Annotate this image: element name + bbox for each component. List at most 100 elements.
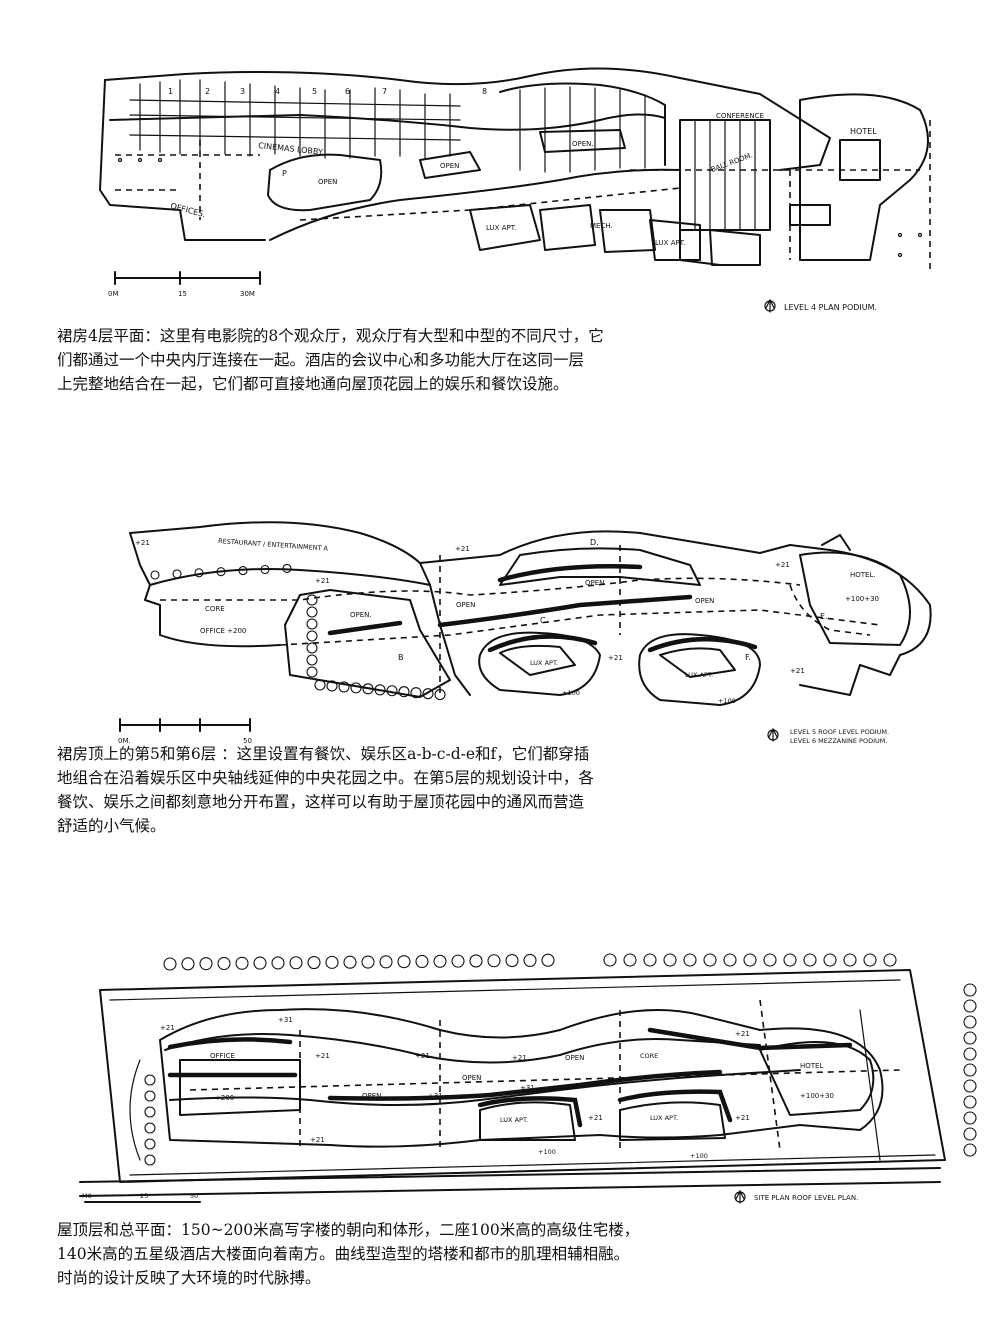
tree-icon xyxy=(325,955,339,969)
tree-icon xyxy=(541,953,555,967)
open-label: OPEN xyxy=(462,1074,481,1082)
tree-icon xyxy=(163,957,177,971)
mech-label: MECH. xyxy=(590,222,613,230)
tree-icon xyxy=(422,688,434,700)
caption-level-4: 裙房4层平面：这里有电影院的8个观众厅，观众厅有大型和中型的不同尺寸，它 们都通… xyxy=(57,324,604,396)
caption-line: 们都通过一个中央内厅连接在一起。酒店的会议中心和多功能大厅在这同一层 xyxy=(57,351,585,369)
tree-icon xyxy=(238,566,248,576)
plan-title-line: LEVEL 5 ROOF LEVEL PODIUM. xyxy=(790,728,889,736)
cinema-number: 5 xyxy=(312,87,317,96)
tree-icon xyxy=(374,684,386,696)
tree-icon xyxy=(386,685,398,697)
tree-icon xyxy=(253,956,267,970)
tree-icon xyxy=(362,683,374,695)
offices-label: OFFICES. xyxy=(169,201,206,219)
open-label: OPEN xyxy=(695,597,714,605)
tree-icon xyxy=(469,954,483,968)
tree-icon xyxy=(883,953,897,967)
open-right-label: OPEN. xyxy=(572,140,594,148)
tree-icon xyxy=(307,956,321,970)
tree-icon xyxy=(217,956,231,971)
tree-icon xyxy=(963,999,977,1013)
tree-icon xyxy=(397,955,411,969)
tree-row xyxy=(163,953,897,971)
scale-bar: 0M. 50 xyxy=(118,718,252,745)
tree-icon xyxy=(144,1074,156,1086)
plus100-label: +100 xyxy=(562,689,580,697)
tree-icon xyxy=(487,954,501,968)
tree-icon xyxy=(194,568,204,578)
scale-bar: 0M 15 30M xyxy=(108,271,261,298)
plus21-label: +21 xyxy=(775,561,790,569)
tree-icon xyxy=(963,983,977,997)
tree-icon xyxy=(306,618,318,630)
tree-icon xyxy=(306,666,318,678)
scale-bar: M0 25 50 xyxy=(82,1192,201,1203)
open-p-label: OPEN xyxy=(318,178,337,186)
plus21-label: +21 xyxy=(735,1030,750,1038)
caption-line: 地组合在沿着娱乐区中央轴线延伸的中央花园之中。在第5层的规划设计中，各 xyxy=(57,769,594,787)
tree-icon xyxy=(963,1063,977,1077)
scale-label-0: 0M xyxy=(108,290,119,298)
tree-icon xyxy=(963,1143,977,1157)
tree-icon xyxy=(410,687,422,699)
cinema-number: 8 xyxy=(482,87,487,96)
north-arrow-icon xyxy=(767,727,779,742)
open-label: OPEN. xyxy=(350,611,372,619)
core-label: CORE xyxy=(640,1052,658,1060)
e-label: E. xyxy=(820,612,828,621)
tree-icon xyxy=(338,681,350,693)
hotel-label: HOTEL xyxy=(850,127,877,136)
caption-line: 舒适的小气候。 xyxy=(57,817,166,835)
plus21-label: +21 xyxy=(735,1114,750,1122)
tree-icon xyxy=(603,953,617,967)
caption-site-plan: 屋顶层和总平面：150~200米高写字楼的朝向和体形，二座100米高的高级住宅楼… xyxy=(57,1218,639,1290)
tree-icon xyxy=(216,567,226,577)
tree-icon xyxy=(434,689,446,701)
tree-icon xyxy=(703,953,717,967)
caption-line: 上完整地结合在一起，它们都可直接地通向屋顶花园上的娱乐和餐饮设施。 xyxy=(57,375,569,393)
caption-level-5-6: 裙房顶上的第5和第6层 ：这里设置有餐饮、娱乐区a-b-c-d-e和f，它们都穿… xyxy=(57,742,594,838)
plus21-label: +21 xyxy=(608,654,623,662)
plus21-label: +21 xyxy=(135,539,150,547)
tree-icon xyxy=(306,642,318,654)
scale-label-0: M0 xyxy=(82,1192,92,1200)
lux-apt-label: LUX APT. xyxy=(650,1114,678,1122)
hotel-label: HOTEL. xyxy=(850,571,876,579)
tree-icon xyxy=(963,1015,977,1029)
tree-icon xyxy=(260,564,270,575)
tree-icon xyxy=(235,956,249,970)
plus100-label: +100 xyxy=(538,1148,556,1156)
p-label: P xyxy=(282,169,287,178)
lux-apt-label: LUX APT. xyxy=(685,671,713,679)
tree-icon xyxy=(306,594,318,606)
f-label: F. xyxy=(745,653,751,662)
tree-icon xyxy=(963,1079,977,1093)
open-label: OPEN xyxy=(362,1092,381,1100)
tree-icon xyxy=(282,563,292,573)
b-label: B xyxy=(398,653,404,662)
tree-icon xyxy=(663,953,677,967)
office-label: OFFICE +200 xyxy=(200,627,246,635)
tree-icon xyxy=(433,954,447,968)
plan-title: LEVEL 4 PLAN PODIUM. xyxy=(784,303,877,312)
scale-label-15: 15 xyxy=(178,290,187,298)
tree-icon xyxy=(505,954,519,968)
caption-line: 裙房4层平面：这里有电影院的8个观众厅，观众厅有大型和中型的不同尺寸，它 xyxy=(57,327,604,345)
caption-line: 140米高的五星级酒店大楼面向着南方。曲线型造型的塔楼和都市的肌理相辅相融。 xyxy=(57,1245,630,1263)
plus21-label: +21 xyxy=(455,545,470,553)
plus21-label: +21 xyxy=(588,1114,603,1122)
cinema-number: 1 xyxy=(168,87,173,96)
tree-icon xyxy=(350,682,362,694)
plus31-label: +31 xyxy=(278,1016,293,1024)
open-label: OPEN xyxy=(585,579,604,587)
tree-icon xyxy=(314,679,326,691)
plus21-label: +21 xyxy=(315,1052,330,1060)
hotel-height-label: +100+30 xyxy=(800,1092,834,1100)
scale-label-50: 50 xyxy=(243,737,252,745)
plus21-label: +21 xyxy=(315,577,330,585)
scale-label-0: 0M. xyxy=(118,737,131,745)
lux-apt-label: LUX APT. xyxy=(500,1116,528,1124)
open-label: OPEN xyxy=(456,601,475,609)
